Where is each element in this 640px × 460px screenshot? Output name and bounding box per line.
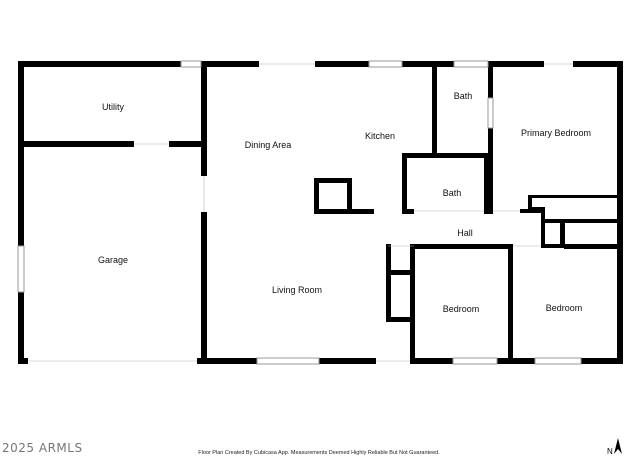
windows: [17, 60, 582, 365]
svg-text:N: N: [607, 447, 613, 456]
room-label-bath-2: Bath: [442, 188, 462, 198]
room-label-bath-1: Bath: [453, 91, 473, 101]
room-label-bedroom-1: Bedroom: [442, 304, 480, 314]
room-label-primary-bedroom: Primary Bedroom: [520, 128, 592, 138]
room-label-kitchen: Kitchen: [364, 131, 396, 141]
room-label-dining: Dining Area: [244, 140, 292, 150]
walls: [18, 61, 623, 364]
north-arrow-icon: N: [607, 438, 622, 456]
room-label-hall: Hall: [457, 228, 473, 238]
room-label-garage: Garage: [97, 255, 129, 265]
room-label-living-room: Living Room: [271, 285, 323, 295]
credit-text: Floor Plan Created By Cubicasa App. Meas…: [198, 450, 440, 456]
watermark: 2025 ARMLS: [2, 441, 83, 455]
room-label-bedroom-2: Bedroom: [545, 303, 583, 313]
room-label-utility: Utility: [102, 102, 124, 112]
openings: [28, 63, 573, 362]
